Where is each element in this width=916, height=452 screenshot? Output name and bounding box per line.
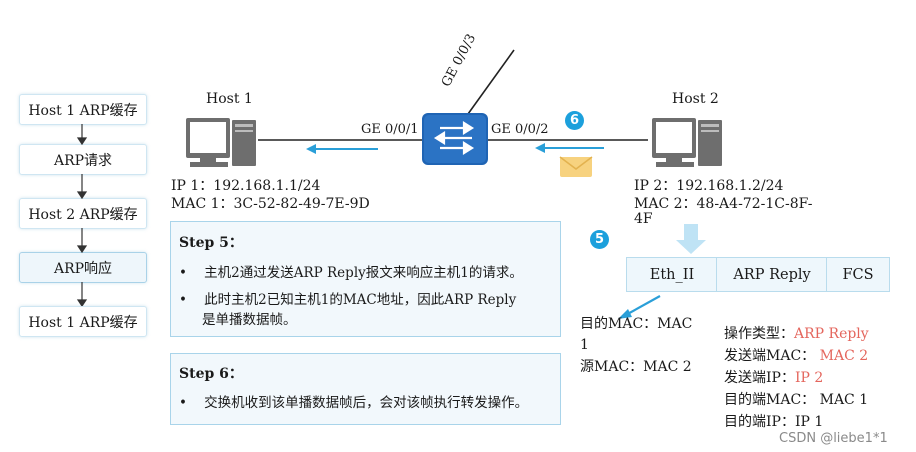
frame-down-arrow-icon	[676, 224, 706, 254]
step6-bullet-1: • 交换机收到该单播数据帧后，会对该帧执行转发操作。	[179, 395, 529, 411]
switch-icon	[422, 113, 488, 165]
flow-step-arp-request: ARP请求	[19, 144, 147, 175]
host1-computer-icon	[186, 118, 256, 167]
port-left-label: GE 0/0/1	[361, 122, 419, 137]
host2-mac-line1: MAC 2：48-A4-72-1C-8F-	[634, 196, 813, 212]
arp-target-ip: 目的端IP：IP 1	[724, 414, 824, 430]
reply-arrow-left	[535, 143, 604, 153]
step6-badge: 6	[565, 111, 584, 130]
forward-arrow-left	[306, 144, 378, 154]
step5-box: Step 5： • 主机2通过发送ARP Reply报文来响应主机1的请求。 •…	[170, 221, 561, 337]
port-right-label: GE 0/0/2	[491, 122, 549, 137]
step6-title: Step 6：	[179, 366, 243, 382]
flow-step-host1-cache-final: Host 1 ARP缓存	[19, 306, 147, 337]
watermark: CSDN @liebe1*1	[779, 431, 888, 446]
arp-sender-mac: 发送端MAC： MAC 2	[724, 348, 869, 364]
host2-name: Host 2	[672, 91, 719, 107]
frame-cell-arp: ARP Reply	[716, 257, 828, 292]
eth-dst-mac-line2: 1	[580, 337, 589, 353]
link-switch-up	[467, 49, 515, 115]
host1-mac: MAC 1：3C-52-82-49-7E-9D	[171, 196, 370, 212]
step6-box: Step 6： • 交换机收到该单播数据帧后，会对该帧执行转发操作。	[170, 353, 561, 425]
host2-ip: IP 2：192.168.1.2/24	[634, 178, 784, 194]
host2-computer-icon	[652, 118, 722, 167]
host2-mac-line2: 4F	[634, 211, 653, 227]
step5-bullet-1: • 主机2通过发送ARP Reply报文来响应主机1的请求。	[179, 265, 523, 281]
eth-dst-mac-line1: 目的MAC：MAC	[580, 316, 693, 332]
flow-arrows	[76, 124, 88, 306]
eth-src-mac: 源MAC：MAC 2	[580, 359, 692, 375]
flow-step-host1-cache: Host 1 ARP缓存	[19, 94, 147, 125]
step5-badge: 5	[590, 230, 609, 249]
flow-step-host2-cache: Host 2 ARP缓存	[19, 198, 147, 229]
arp-target-mac: 目的端MAC： MAC 1	[724, 392, 869, 408]
host1-ip: IP 1：192.168.1.1/24	[171, 178, 321, 194]
eth-pointer-arrow	[618, 295, 661, 319]
arp-op-type: 操作类型：ARP Reply	[724, 326, 869, 342]
arp-sender-ip: 发送端IP：IP 2	[724, 370, 824, 386]
flow-step-arp-reply: ARP响应	[19, 252, 147, 283]
host1-name: Host 1	[206, 91, 253, 107]
step5-bullet-2: • 此时主机2已知主机1的MAC地址，因此ARP Reply	[179, 292, 517, 308]
frame-cell-eth: Eth_II	[626, 257, 718, 292]
frame-cell-fcs: FCS	[826, 257, 890, 292]
step5-title: Step 5：	[179, 235, 243, 251]
step5-bullet-2-cont: 是单播数据帧。	[202, 312, 297, 328]
envelope-icon	[559, 156, 593, 177]
